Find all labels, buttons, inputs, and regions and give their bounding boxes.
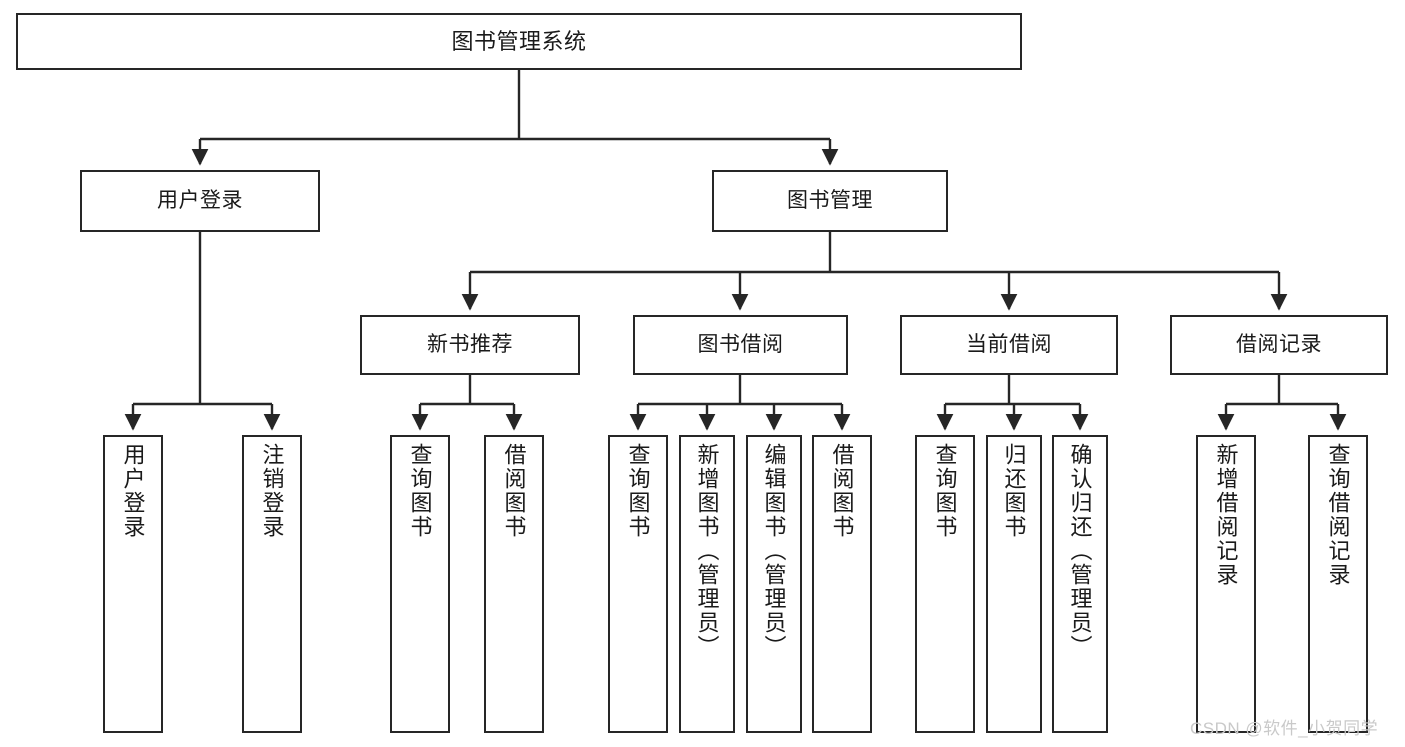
node-leaf-query-book-2-label: 查询图书 [625, 443, 651, 539]
node-current-borrow[interactable]: 当前借阅 [900, 315, 1118, 375]
node-user-login[interactable]: 用户登录 [80, 170, 320, 232]
node-new-book-rec[interactable]: 新书推荐 [360, 315, 580, 375]
node-borrow-record[interactable]: 借阅记录 [1170, 315, 1388, 375]
node-leaf-logout[interactable]: 注销登录 [242, 435, 302, 733]
node-current-borrow-label: 当前借阅 [966, 332, 1052, 356]
node-leaf-add-book-label: 新增图书（管理员） [694, 443, 720, 659]
node-root-label: 图书管理系统 [451, 28, 587, 54]
node-leaf-borrow-book-1[interactable]: 借阅图书 [484, 435, 544, 733]
node-leaf-logout-label: 注销登录 [259, 443, 285, 539]
csdn-watermark: CSDN @软件_小贺同学 [1190, 719, 1379, 738]
node-leaf-return-book[interactable]: 归还图书 [986, 435, 1042, 733]
node-leaf-borrow-book-2[interactable]: 借阅图书 [812, 435, 872, 733]
node-leaf-add-record-label: 新增借阅记录 [1213, 443, 1239, 587]
node-leaf-user-login[interactable]: 用户登录 [103, 435, 163, 733]
node-leaf-query-book-3[interactable]: 查询图书 [915, 435, 975, 733]
node-leaf-query-book-3-label: 查询图书 [932, 443, 958, 539]
node-leaf-query-record-label: 查询借阅记录 [1325, 443, 1351, 587]
node-leaf-confirm-return-label: 确认归还（管理员） [1067, 443, 1093, 659]
node-new-book-rec-label: 新书推荐 [427, 332, 513, 356]
node-leaf-query-record[interactable]: 查询借阅记录 [1308, 435, 1368, 733]
node-leaf-query-book-2[interactable]: 查询图书 [608, 435, 668, 733]
node-user-login-label: 用户登录 [157, 188, 243, 212]
node-leaf-borrow-book-2-label: 借阅图书 [829, 443, 855, 539]
node-borrow-record-label: 借阅记录 [1236, 332, 1322, 356]
node-leaf-return-book-label: 归还图书 [1001, 443, 1027, 539]
node-leaf-edit-book-label: 编辑图书（管理员） [761, 443, 787, 659]
node-root[interactable]: 图书管理系统 [16, 13, 1022, 70]
node-book-borrow-label: 图书借阅 [697, 332, 784, 356]
node-book-borrow[interactable]: 图书借阅 [633, 315, 848, 375]
node-leaf-edit-book[interactable]: 编辑图书（管理员） [746, 435, 802, 733]
node-leaf-user-login-label: 用户登录 [120, 443, 146, 539]
node-leaf-borrow-book-1-label: 借阅图书 [501, 443, 527, 539]
node-leaf-query-book-1[interactable]: 查询图书 [390, 435, 450, 733]
node-leaf-add-record[interactable]: 新增借阅记录 [1196, 435, 1256, 733]
node-leaf-add-book[interactable]: 新增图书（管理员） [679, 435, 735, 733]
node-book-manage-label: 图书管理 [787, 188, 873, 212]
node-leaf-query-book-1-label: 查询图书 [407, 443, 433, 539]
node-leaf-confirm-return[interactable]: 确认归还（管理员） [1052, 435, 1108, 733]
node-book-manage[interactable]: 图书管理 [712, 170, 948, 232]
